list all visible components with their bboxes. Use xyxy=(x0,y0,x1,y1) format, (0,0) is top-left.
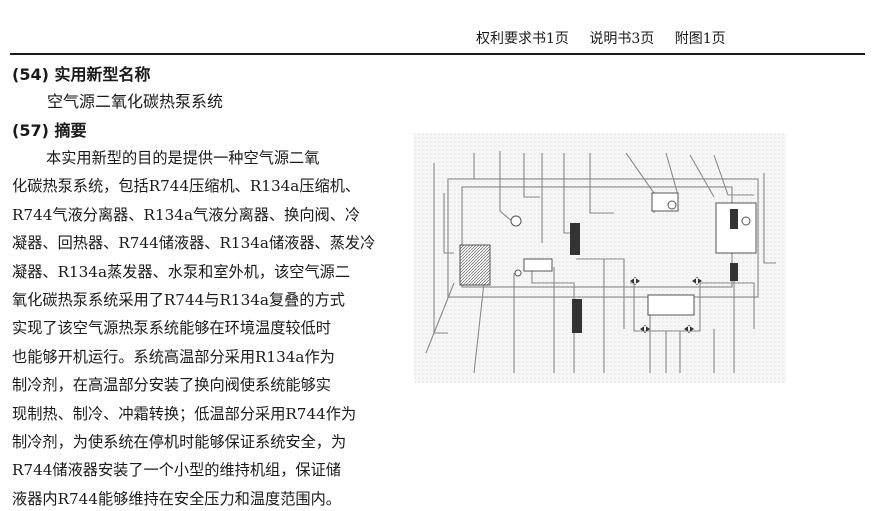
abstract-line: 凝器、R134a蒸发器、水泵和室外机，该空气源二 xyxy=(12,262,351,281)
solenoid-valve-right xyxy=(692,277,702,285)
abstract-line: 凝器、回热器、R744储液器、R134a储液器、蒸发冷 xyxy=(12,234,376,253)
r744-compressor xyxy=(570,223,580,255)
abstract-line: 液器内R744能够维持在安全压力和温度范围内。 xyxy=(12,489,341,508)
abstract-heading: (57) 摘要 xyxy=(12,121,87,140)
r134a-compressor xyxy=(572,299,582,333)
abstract-line: 实现了该空气源热泵系统能够在环境温度较低时 xyxy=(12,319,331,338)
abstract-line: 现制热、制冷、冲霜转换；低温部分采用R744作为 xyxy=(12,404,357,423)
abstract-line: R744储液器安装了一个小型的维持机组，保证储 xyxy=(12,461,341,480)
description-page-count: 说明书3页 xyxy=(589,31,655,47)
document-page-counts: 权利要求书1页 说明书3页 附图1页 xyxy=(476,28,726,48)
solenoid-valve-bottom-right xyxy=(684,325,694,333)
regenerator xyxy=(523,258,553,272)
reversing-valve xyxy=(510,215,522,227)
abstract-line: 氧化碳热泵系统采用了R744与R134a复叠的方式 xyxy=(12,290,345,309)
fan xyxy=(741,216,751,226)
abstract-line: 制冷剂，为使系统在停机时能够保证系统安全，为 xyxy=(12,432,347,451)
drawings-page-count: 附图1页 xyxy=(674,31,726,47)
solenoid-valve-left xyxy=(630,277,640,285)
abstract-line: 制冷剂，在高温部分安装了换向阀使系统能够实 xyxy=(12,376,331,395)
check-valve xyxy=(514,269,522,277)
header-divider xyxy=(10,53,865,55)
schematic-diagram xyxy=(414,133,786,383)
utility-model-title: 空气源二氧化碳热泵系统 xyxy=(47,92,224,111)
expansion-valve xyxy=(667,200,677,210)
abstract-line: 本实用新型的目的是提供一种空气源二氧 xyxy=(46,149,320,167)
claims-page-count: 权利要求书1页 xyxy=(476,31,569,47)
utility-model-name-heading: (54) 实用新型名称 xyxy=(12,65,151,84)
abstract-text: 本实用新型的目的是提供一种空气源二氧 化碳热泵系统，包括R744压缩机、R134… xyxy=(12,144,396,511)
solenoid-valve-bottom xyxy=(640,325,650,333)
receiver-tank xyxy=(647,294,695,316)
heat-pump-schematic-figure xyxy=(414,133,786,383)
abstract-line: 也能够开机运行。系统高温部分采用R134a作为 xyxy=(12,347,335,366)
condenser-coil xyxy=(459,244,491,286)
abstract-line: R744气液分离器、R134a气液分离器、换向阀、冷 xyxy=(12,205,361,224)
maintenance-compressor xyxy=(730,209,738,229)
abstract-line: 化碳热泵系统，包括R744压缩机、R134a压缩机、 xyxy=(12,177,361,196)
water-pump xyxy=(730,263,738,281)
